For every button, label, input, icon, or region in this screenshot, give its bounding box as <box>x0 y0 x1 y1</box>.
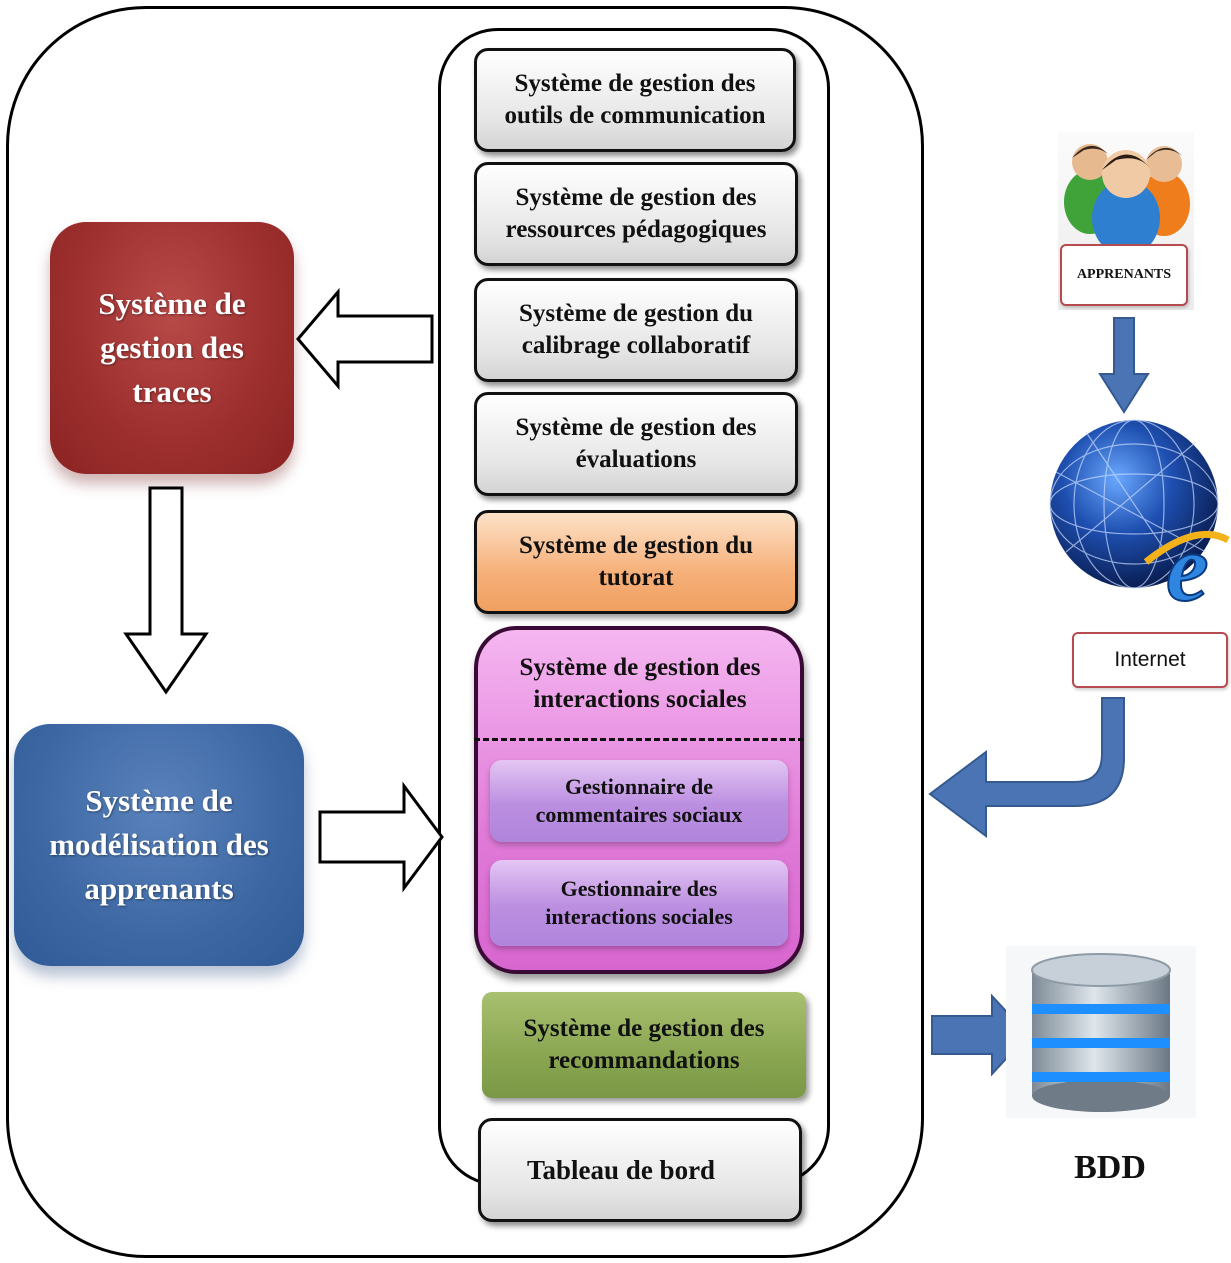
users-icon <box>1064 144 1190 244</box>
bdd-label: BDD <box>1074 1149 1146 1187</box>
box-traces: Système de gestion des traces <box>50 222 294 474</box>
apprenants-label: APPRENANTS <box>1060 244 1188 306</box>
arrow-left-traces <box>296 287 434 391</box>
box-ressources: Système de gestion des ressources pédago… <box>474 162 798 266</box>
box-calibrage: Système de gestion du calibrage collabor… <box>474 278 798 382</box>
box-tutorat: Système de gestion du tutorat <box>474 510 798 614</box>
arrow-down-traces <box>123 486 209 695</box>
box-modelisation: Système de modélisation des apprenants <box>14 724 304 966</box>
box-evaluations: Système de gestion des évaluations <box>474 392 798 496</box>
arrow-internet-to-platform <box>928 697 1125 838</box>
database-icon <box>1006 946 1196 1118</box>
svg-text:e: e <box>1166 514 1209 612</box>
box-interactions-title: Système de gestion des interactions soci… <box>519 654 761 713</box>
arrow-right-modelisation <box>318 781 444 893</box>
box-commentaires: Gestionnaire de commentaires sociaux <box>490 760 788 842</box>
arrow-down-internet <box>1098 317 1150 414</box>
internet-globe-icon: e <box>1049 419 1230 612</box>
box-communication: Système de gestion des outils de communi… <box>474 48 796 152</box>
learners-panel: APPRENANTS <box>1058 132 1194 310</box>
outer-container <box>6 6 924 1258</box>
box-tableau: Tableau de bord <box>478 1118 802 1222</box>
dashed-divider <box>474 738 804 741</box>
internet-label: Internet <box>1072 632 1228 688</box>
box-gest-interactions: Gestionnaire des interactions sociales <box>490 860 788 946</box>
box-recommandations: Système de gestion des recommandations <box>482 992 806 1098</box>
